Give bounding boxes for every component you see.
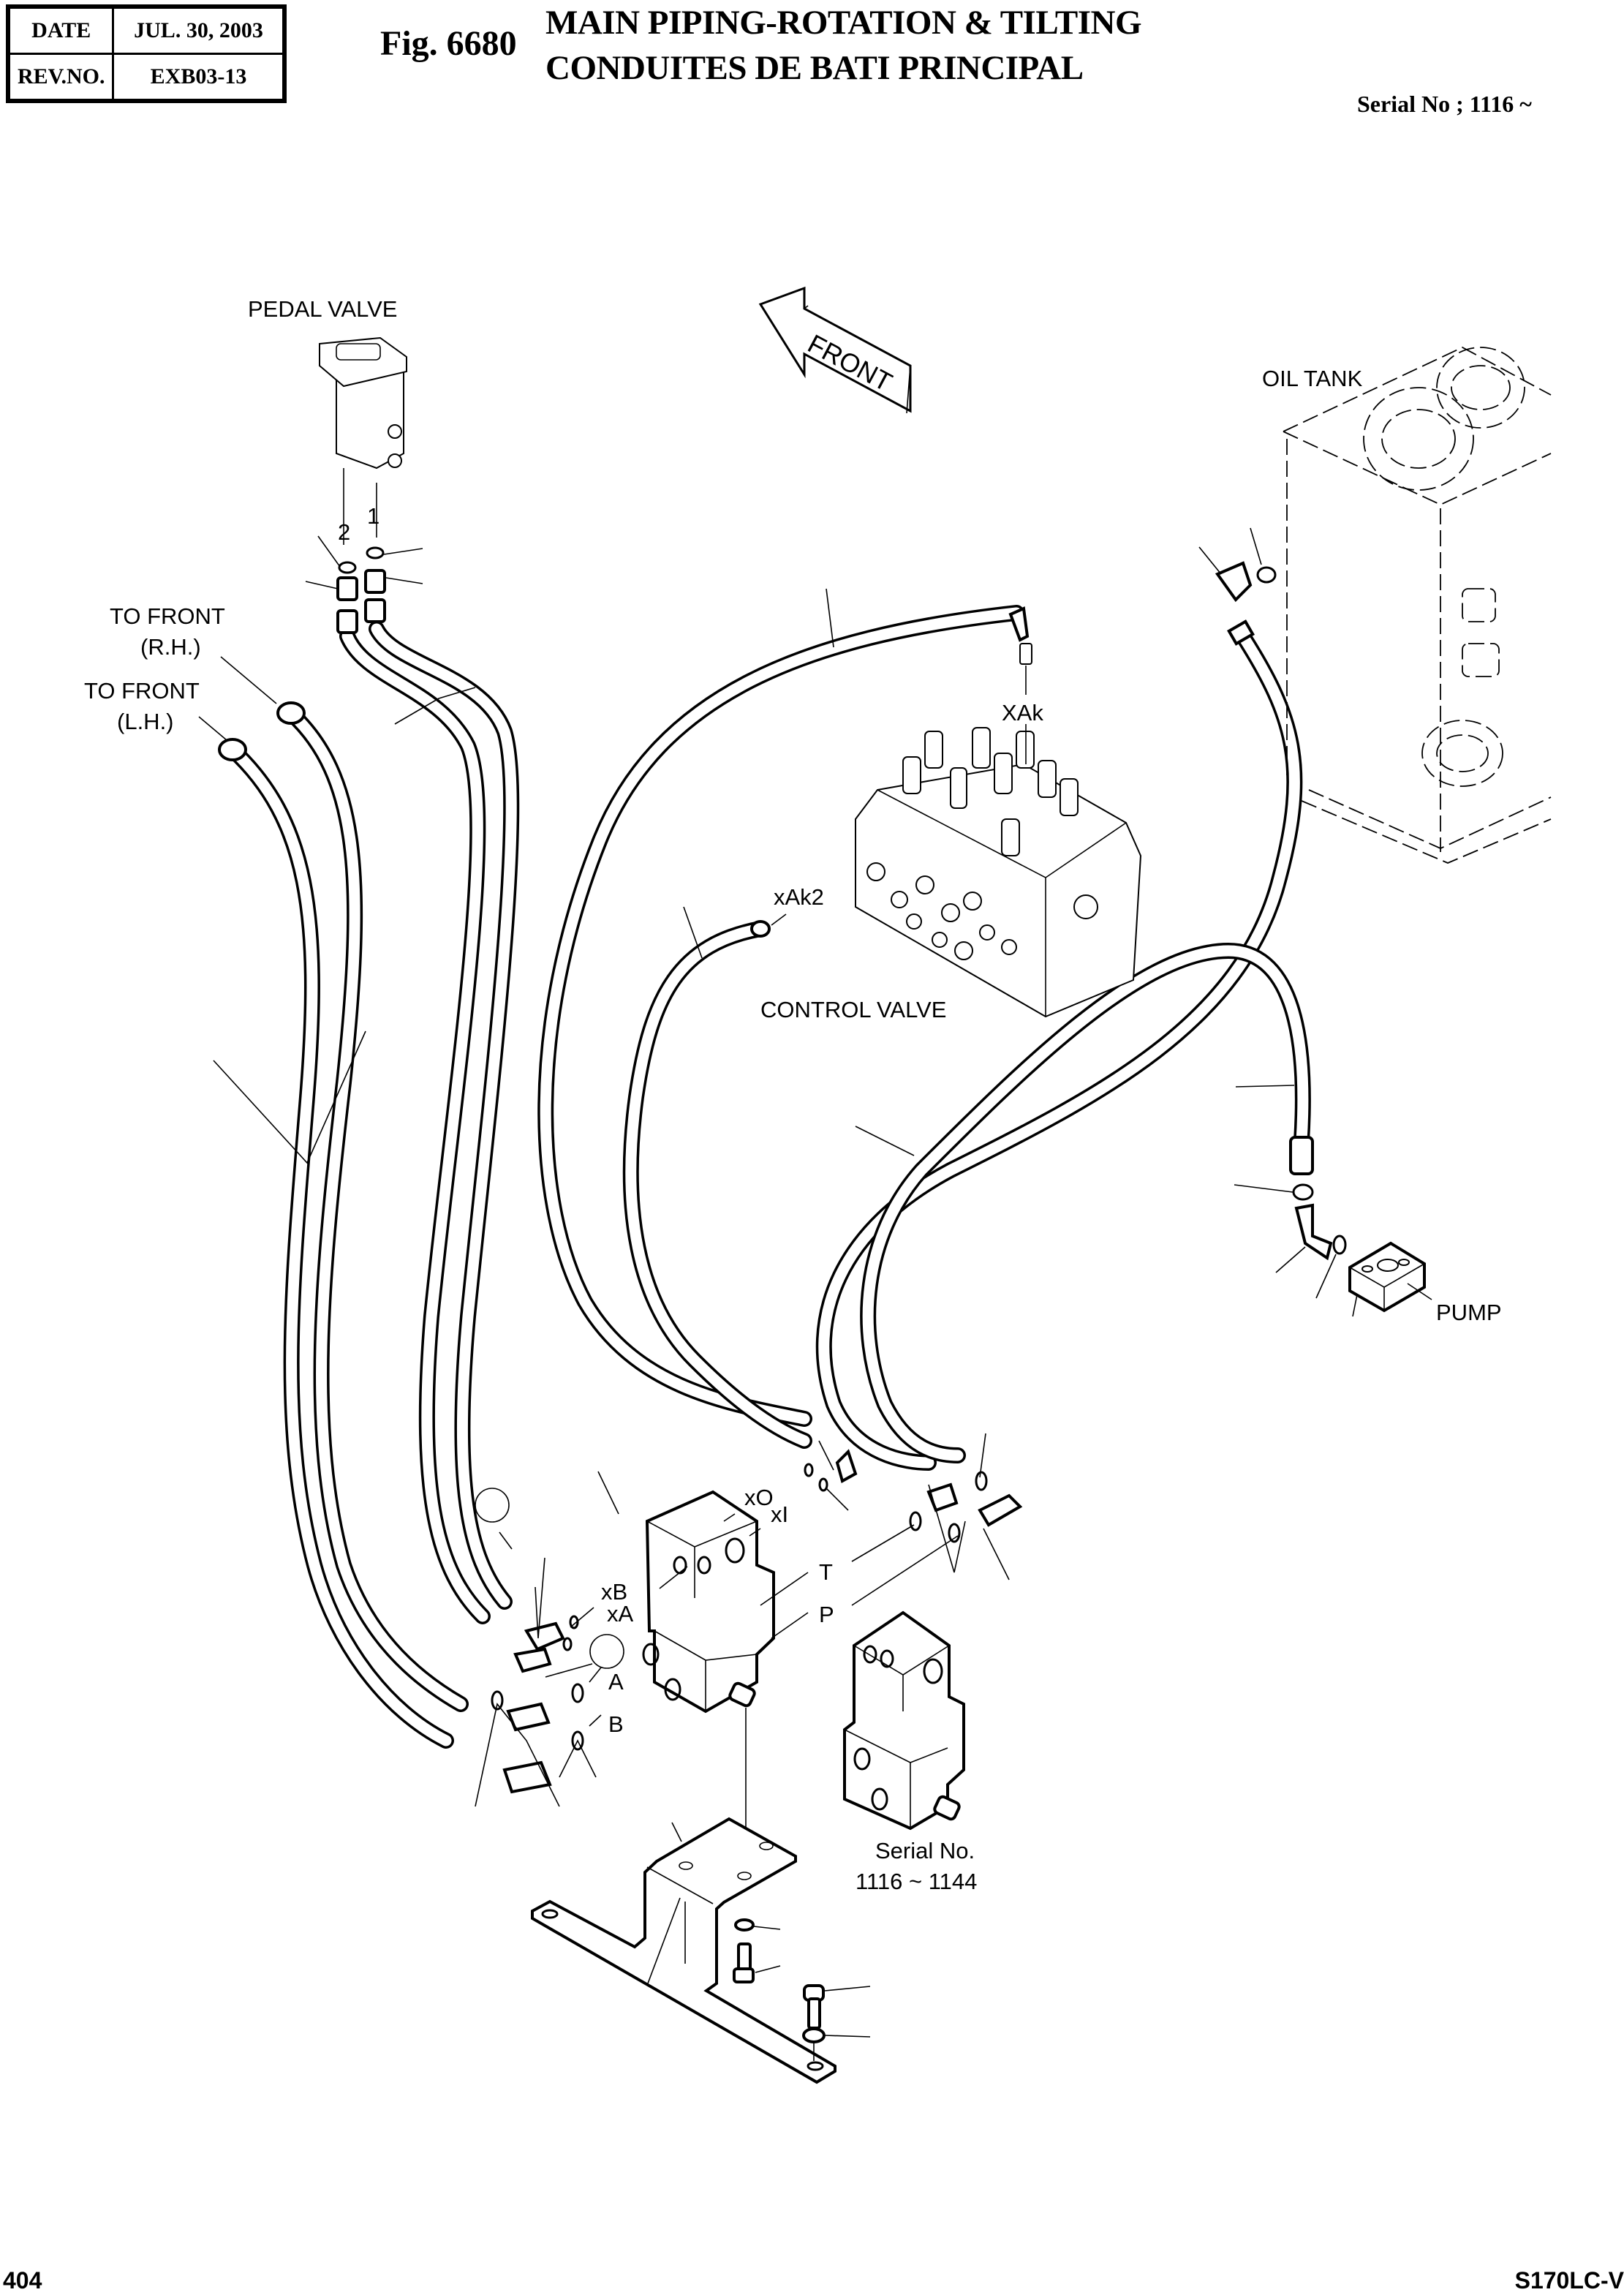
date-value: JUL. 30, 2003 [112,5,286,55]
label-port-2: 2 [338,519,350,545]
label-pedal-valve: PEDAL VALVE [248,296,397,322]
hose-to-front-rh [283,705,469,1712]
label-control-valve: CONTROL VALVE [760,997,946,1022]
label-to-front-lh-2: (L.H.) [117,709,174,734]
hose-xak [537,605,1024,1427]
label-to-front-rh-2: (R.H.) [140,634,201,660]
revision-value: EXB03-13 [112,53,286,102]
bracket-hardware [733,1918,871,2061]
hose-xak2 [622,921,812,1449]
label-variant-serial-2: 1116 ~ 1144 [856,1869,977,1894]
front-arrow [758,286,912,414]
variant-rotation-valve [843,1610,965,1831]
xak-fitting [1008,606,1032,764]
pump-fitting [1234,1136,1347,1299]
revision-row: REV.NO. EXB03-13 [7,53,286,102]
label-to-front-lh-1: TO FRONT [84,678,200,704]
label-front-arrow: FRONT [803,328,897,397]
label-xak: XAk [1002,700,1043,726]
o-ring-set [491,1463,988,1751]
label-to-front-rh-1: TO FRONT [110,603,225,629]
elbow-fittings [502,1449,1023,1794]
label-a: A [608,1669,624,1695]
control-valve [855,727,1142,1018]
page-title: MAIN PIPING-ROTATION & TILTING CONDUITES… [545,0,1142,91]
pedal-valve [305,336,423,634]
hose-oil-tank [815,628,1303,1471]
label-xak2: xAk2 [774,884,824,910]
reference-circle-lower [589,1634,624,1669]
fitting-rh-end [276,701,306,725]
figure-number: Fig. 6680 [380,24,517,63]
mounting-bracket [531,1817,836,2084]
title-english: MAIN PIPING-ROTATION & TILTING [545,4,1142,42]
fitting-lh-end [218,738,247,761]
revision-label: REV.NO. [7,53,115,102]
title-french: CONDUITES DE BATI PRINCIPAL [545,49,1084,87]
label-t: T [819,1559,833,1585]
oil-tank [1283,346,1552,864]
page-number: 404 [3,2267,42,2294]
label-variant-serial-1: Serial No. [875,1838,975,1863]
oil-tank-fitting [1198,527,1277,646]
reference-circle-upper [475,1488,510,1523]
hose-to-front-lh [224,742,454,1749]
label-xi: xI [771,1501,788,1527]
hose-pedal-port-1 [369,621,520,1610]
hose-pump [860,942,1311,1463]
label-b: B [608,1711,624,1737]
label-port-1: 1 [367,503,379,529]
label-xb: xB [601,1579,627,1605]
label-xo: xO [744,1485,774,1510]
xak2-fitting [750,920,771,938]
date-label: DATE [7,5,115,55]
label-xa: xA [607,1601,634,1627]
label-p: P [819,1602,834,1627]
rotation-tilt-valve [597,1471,775,1858]
label-oil-tank: OIL TANK [1262,366,1363,391]
label-pump: PUMP [1436,1300,1502,1325]
revision-table: DATE JUL. 30, 2003 REV.NO. EXB03-13 [6,4,287,103]
model-name: S170LC-V [1514,2267,1624,2294]
date-row: DATE JUL. 30, 2003 [7,5,286,55]
pump-block [1348,1241,1432,1317]
serial-range: Serial No ; 1116 ~ [1357,91,1532,117]
